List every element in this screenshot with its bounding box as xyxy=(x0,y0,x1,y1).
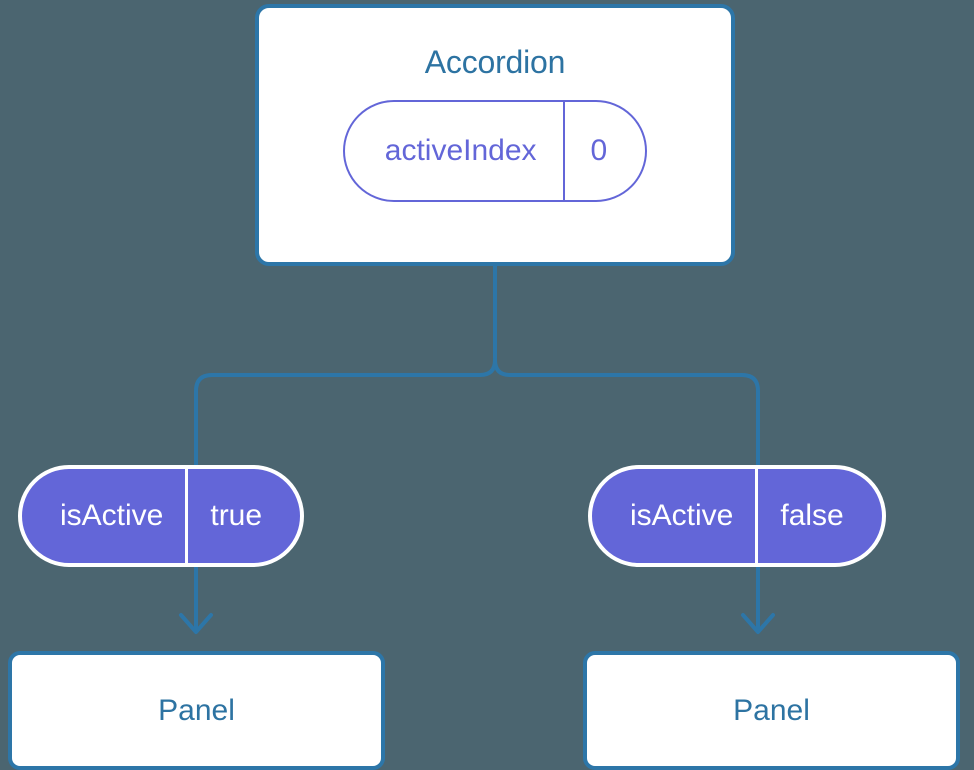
prop-pill-key: isActive xyxy=(592,469,759,563)
prop-pill-value: false xyxy=(780,499,844,532)
edge-branch-left xyxy=(194,358,497,467)
state-pill-key: activeIndex xyxy=(345,102,565,200)
prop-pill-value: true xyxy=(210,499,263,532)
component-node-panel-right[interactable]: Panel xyxy=(583,651,960,770)
panel-title: Panel xyxy=(158,693,235,727)
panel-title: Panel xyxy=(733,693,810,727)
prop-pill-isactive-true[interactable]: isActive true xyxy=(18,465,305,567)
state-pill-value: 0 xyxy=(590,134,608,167)
arrowhead-left-icon xyxy=(179,613,213,634)
state-pill-activeindex[interactable]: activeIndex 0 xyxy=(342,100,648,202)
component-node-panel-left[interactable]: Panel xyxy=(8,651,385,770)
prop-pill-key: isActive xyxy=(22,469,189,563)
arrowhead-right-icon xyxy=(741,613,775,634)
prop-pill-isactive-false[interactable]: isActive false xyxy=(588,465,886,567)
component-node-accordion[interactable]: Accordion activeIndex 0 xyxy=(255,4,735,266)
edge-branch-right xyxy=(493,358,760,467)
component-title: Accordion xyxy=(424,44,566,80)
